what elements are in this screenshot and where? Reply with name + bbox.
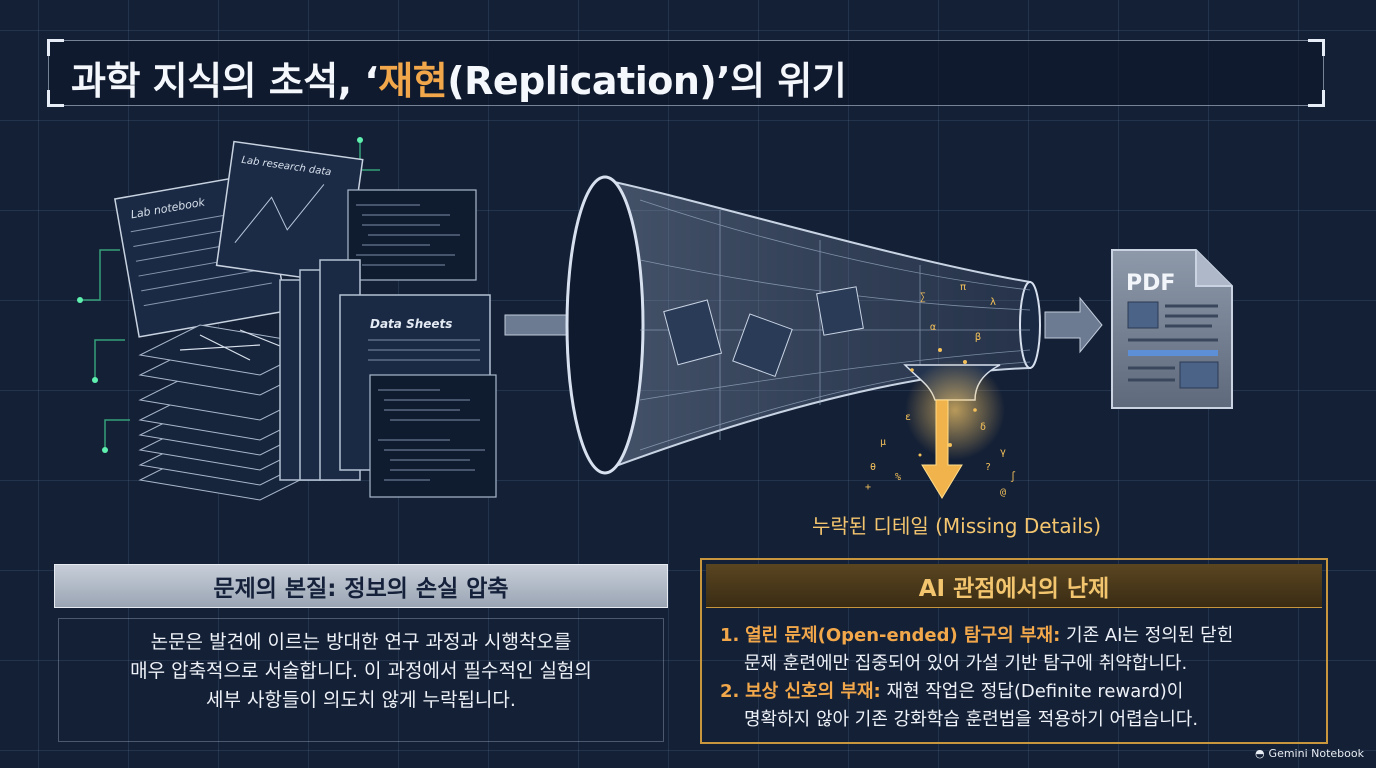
paper-stack bbox=[138, 324, 322, 501]
svg-text:∫: ∫ bbox=[1010, 471, 1016, 483]
svg-text:ε: ε bbox=[905, 412, 911, 423]
problem-essence-body: 논문은 발견에 이르는 방대한 연구 과정과 시행착오를 매우 압축적으로 서술… bbox=[68, 628, 654, 715]
problem-line-2: 매우 압축적으로 서술합니다. 이 과정에서 필수적인 실험의 bbox=[130, 660, 592, 682]
challenge-1-lead: 열린 문제(Open-ended) 탐구의 부재: bbox=[745, 625, 1061, 646]
watermark-text: Gemini Notebook bbox=[1268, 747, 1364, 760]
gemini-notebook-icon: ◓ bbox=[1254, 747, 1265, 760]
title-highlight: 재현 bbox=[378, 59, 448, 103]
svg-text:α: α bbox=[930, 322, 936, 333]
missing-details-label: 누락된 디테일 (Missing Details) bbox=[812, 514, 1101, 538]
challenge-1: 1. 열린 문제(Open-ended) 탐구의 부재: 기존 AI는 정의된 … bbox=[720, 622, 1320, 650]
challenge-2-number: 2. bbox=[720, 681, 740, 702]
challenge-2-cont: 명확하지 않아 기존 강화학습 훈련법을 적용하기 어렵습니다. bbox=[744, 709, 1199, 730]
svg-text:λ: λ bbox=[990, 297, 996, 308]
svg-text:γ: γ bbox=[1000, 447, 1006, 458]
challenge-2-lead: 보상 신호의 부재: bbox=[745, 681, 881, 702]
code-window-bottom bbox=[369, 374, 497, 498]
replication-illustration: Lab notebook Lab research data bbox=[77, 137, 1233, 501]
arrow-to-pdf bbox=[1044, 296, 1103, 354]
code-window-top bbox=[347, 189, 477, 281]
svg-text:%: % bbox=[895, 472, 901, 483]
lab-research-notebook: Lab research data bbox=[215, 140, 364, 285]
ai-challenges-body: 1. 열린 문제(Open-ended) 탐구의 부재: 기존 AI는 정의된 … bbox=[720, 622, 1320, 734]
svg-text:μ: μ bbox=[880, 437, 886, 448]
datasheet-label: Data Sheets bbox=[370, 317, 452, 331]
problem-essence-panel: 문제의 본질: 정보의 손실 압축 논문은 발견에 이르는 방대한 연구 과정과… bbox=[48, 558, 674, 748]
svg-text:β: β bbox=[975, 332, 981, 343]
svg-text:@: @ bbox=[1000, 487, 1006, 498]
svg-text:θ: θ bbox=[870, 462, 876, 473]
challenge-2-text: 재현 작업은 정답(Definite reward)이 bbox=[880, 681, 1184, 702]
problem-essence-frame bbox=[58, 618, 664, 742]
problem-line-3: 세부 사항들이 의도치 않게 누락됩니다. bbox=[206, 689, 516, 711]
page-title: 과학 지식의 초석, ‘재현(Replication)’의 위기 bbox=[71, 50, 847, 105]
svg-text:δ: δ bbox=[980, 422, 986, 433]
title-prefix: 과학 지식의 초석, ‘ bbox=[71, 59, 379, 103]
svg-text:+: + bbox=[865, 482, 871, 493]
challenge-1-number: 1. bbox=[720, 625, 740, 646]
ai-challenges-heading: AI 관점에서의 난제 bbox=[706, 564, 1322, 608]
challenge-2: 2. 보상 신호의 부재: 재현 작업은 정답(Definite reward)… bbox=[720, 678, 1320, 706]
compression-funnel bbox=[565, 175, 1041, 475]
svg-text:∑: ∑ bbox=[920, 292, 926, 303]
missing-arrow bbox=[921, 399, 963, 499]
title-suffix: (Replication)’의 위기 bbox=[447, 59, 847, 103]
ai-challenges-panel: AI 관점에서의 난제 1. 열린 문제(Open-ended) 탐구의 부재:… bbox=[700, 558, 1328, 744]
leaking-particles: ∑ π λ α β ε μ δ γ θ ∫% ? + @ bbox=[865, 282, 1016, 498]
watermark: ◓ Gemini Notebook bbox=[1255, 747, 1364, 760]
challenge-1-text: 기존 AI는 정의된 닫힌 bbox=[1060, 625, 1234, 646]
svg-text:π: π bbox=[960, 282, 966, 293]
problem-essence-heading: 문제의 본질: 정보의 손실 압축 bbox=[54, 564, 668, 608]
problem-line-1: 논문은 발견에 이르는 방대한 연구 과정과 시행착오를 bbox=[150, 631, 572, 653]
pdf-document-icon: PDF bbox=[1111, 249, 1233, 409]
pdf-label: PDF bbox=[1126, 271, 1175, 296]
svg-text:?: ? bbox=[985, 462, 991, 473]
title-frame: 과학 지식의 초석, ‘재현(Replication)’의 위기 bbox=[47, 39, 1325, 107]
challenge-1-cont: 문제 훈련에만 집중되어 있어 가설 기반 탐구에 취약합니다. bbox=[744, 653, 1188, 674]
